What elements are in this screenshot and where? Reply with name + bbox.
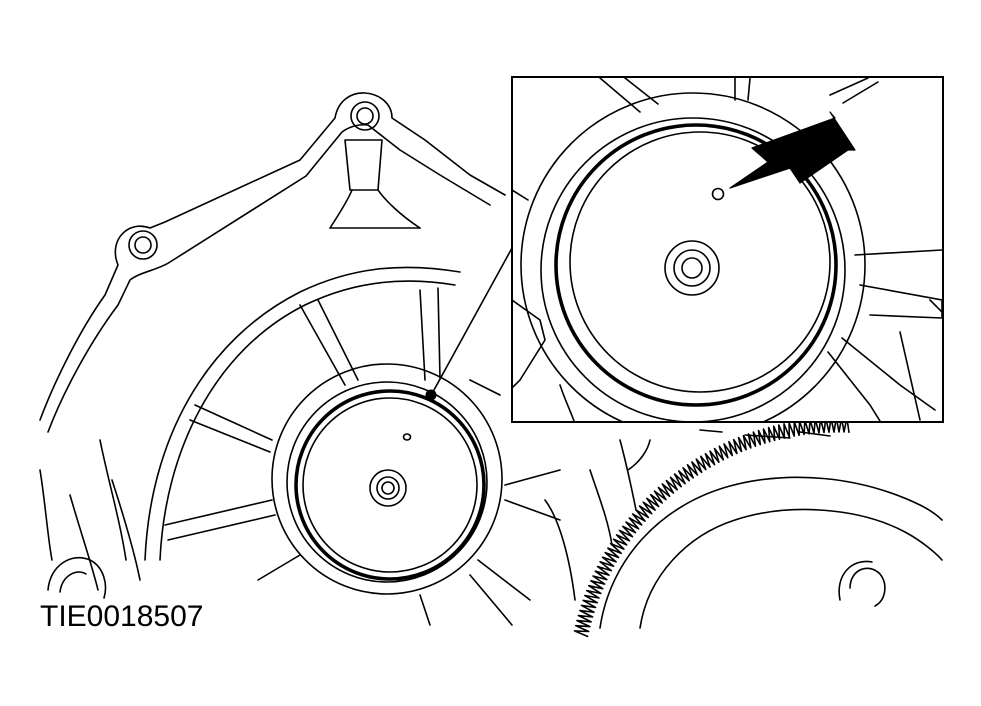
housing-outline xyxy=(39,92,506,599)
figure-id-label: TIE0018507 xyxy=(40,600,204,633)
impeller-spokes xyxy=(144,266,637,626)
flywheel xyxy=(573,417,943,638)
detail-inset xyxy=(511,76,944,423)
ring-gear-teeth xyxy=(573,417,850,638)
callout-arrow-icon xyxy=(729,111,856,189)
pump-boss xyxy=(271,363,503,595)
leader-line xyxy=(433,247,513,391)
